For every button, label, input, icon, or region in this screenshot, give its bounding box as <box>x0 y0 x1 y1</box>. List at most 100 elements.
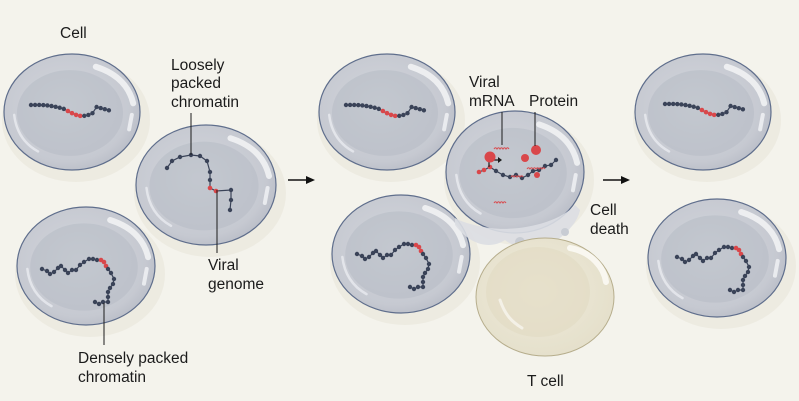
chromatin-bead <box>700 258 706 264</box>
chromatin-wave <box>28 102 112 119</box>
viral-genome-bead <box>703 109 709 115</box>
chromatin-bead <box>164 165 170 171</box>
viral-genome-bead <box>388 112 394 118</box>
chromatin-bead <box>90 110 95 116</box>
viral-mrna-icon <box>526 167 546 170</box>
chromatin-bead <box>542 163 548 169</box>
cell-reactivated <box>444 110 594 245</box>
chromatin-bead <box>666 101 672 107</box>
chromatin-bead <box>49 103 54 109</box>
chromatin-bead <box>525 172 531 178</box>
chromatin-bead <box>530 168 536 174</box>
chromatin-bead <box>742 273 748 279</box>
chromatin-bead <box>697 255 703 261</box>
chromatin-bead <box>401 241 407 247</box>
chromatin-bead <box>92 299 98 305</box>
chromatin-bead <box>735 287 741 293</box>
label-cell-death-2: death <box>590 221 629 238</box>
viral-mrna-icon <box>493 147 510 150</box>
cell-latent-2 <box>317 53 465 182</box>
viral-genome-bead <box>707 111 713 117</box>
arrow-stage-2 <box>603 176 630 184</box>
chromatin-bead <box>28 102 34 108</box>
chromatin-bead <box>65 270 71 276</box>
chromatin-bead <box>90 256 96 262</box>
label-viral-mrna-2: mRNA <box>469 93 515 110</box>
chromatin-bead <box>77 262 83 268</box>
chromatin-bead <box>548 162 554 168</box>
chromatin-bead <box>228 197 234 203</box>
chromatin-bead <box>177 154 183 160</box>
chromatin-bead <box>683 102 688 108</box>
chromatin-bead <box>405 110 410 116</box>
chromatin-bead <box>740 254 746 260</box>
chromatin-bead <box>674 254 680 260</box>
chromatin-bead <box>356 102 361 108</box>
chromatin-bead <box>729 245 735 251</box>
viral-genome-bead <box>711 112 717 118</box>
chromatin-bead <box>32 102 38 108</box>
chromatin-bead <box>720 111 725 117</box>
chromatin-bead <box>343 102 349 108</box>
viral-genome-bead <box>65 108 71 114</box>
viral-genome-bead <box>481 167 487 173</box>
label-loosely-packed-2: packed <box>171 75 221 92</box>
nucleus <box>345 211 453 299</box>
chromatin-bead <box>415 284 421 290</box>
chromatin-bead <box>61 106 66 112</box>
protein-icon <box>531 145 541 155</box>
chromatin-bead <box>420 284 426 290</box>
chromatin-bead <box>373 248 379 254</box>
chromatin-bead <box>96 301 102 307</box>
chromatin-bead <box>422 270 428 276</box>
viral-genome-bead <box>213 188 219 194</box>
protein-icon <box>521 154 529 162</box>
chromatin-bead <box>731 289 737 295</box>
chromatin-bead <box>364 103 369 109</box>
chromatin-bead <box>409 242 415 248</box>
label-densely-packed-2: chromatin <box>78 369 146 386</box>
chromatin-bead <box>106 108 112 113</box>
chromatin-bead <box>392 247 398 253</box>
chromatin-bead <box>417 107 422 112</box>
chromatin-bead <box>725 244 731 250</box>
chromatin-wave <box>343 102 427 119</box>
chromatin-bead <box>686 257 692 263</box>
chromatin-loose <box>164 152 234 213</box>
chromatin-bead <box>98 105 103 111</box>
viral-genome-bead <box>384 110 390 116</box>
viral-genome-bead <box>73 112 79 118</box>
chromatin-bead <box>86 256 92 262</box>
arrow-stage-1 <box>288 176 315 184</box>
chromatin-bead <box>420 251 426 257</box>
chromatin-bead <box>73 267 79 273</box>
chromatin-bead <box>354 251 360 257</box>
chromatin-bead <box>423 255 429 261</box>
chromatin-bead <box>105 266 111 272</box>
chromatin-bead <box>347 102 353 108</box>
chromatin-bead <box>105 289 111 295</box>
chromatin-bead <box>745 269 751 275</box>
protein-icon <box>534 172 540 178</box>
chromatin-transcribing <box>476 157 559 181</box>
chromatin-bead <box>58 263 64 269</box>
chromatin-bead <box>716 247 722 253</box>
chromatin-bead <box>37 102 42 108</box>
chromatin-bead <box>377 252 383 258</box>
chromatin-wave <box>662 101 746 118</box>
chromatin-bead <box>39 266 45 272</box>
chromatin-bead <box>69 267 75 273</box>
chromatin-bead <box>366 254 372 260</box>
cell-latent-5 <box>646 198 796 329</box>
chromatin-bead <box>359 253 365 259</box>
label-viral-genome-2: genome <box>208 276 264 293</box>
chromatin-bead <box>44 268 50 274</box>
nucleus <box>30 223 138 311</box>
chromatin-bead <box>675 101 680 107</box>
chromatin-bead <box>82 113 87 119</box>
chromatin-bead <box>407 284 413 290</box>
label-t-cell: T cell <box>527 373 564 390</box>
t-cell <box>475 237 615 357</box>
viral-genome-bead <box>736 247 742 253</box>
